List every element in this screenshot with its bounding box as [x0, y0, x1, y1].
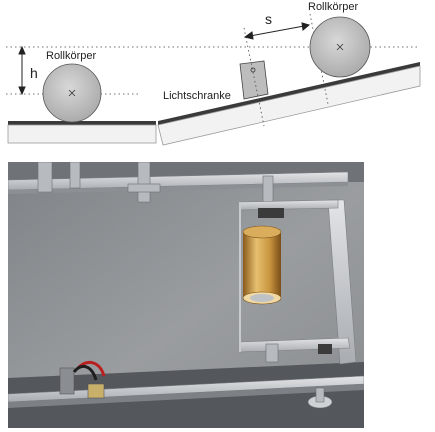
inclined-plane — [157, 62, 421, 146]
roll-label-right: Rollkörper — [308, 1, 358, 13]
distance-arrow — [243, 22, 311, 40]
light-barrier — [239, 60, 269, 100]
cable-clamp — [59, 360, 106, 399]
light-barrier-label: Lichtschranke — [163, 90, 231, 102]
roll-label-left: Rollkörper — [46, 50, 96, 62]
adjust-knob — [307, 387, 333, 409]
distance-label: s — [265, 11, 272, 27]
flat-surface — [7, 121, 157, 144]
right-frame — [239, 199, 357, 365]
height-arrow — [18, 45, 26, 96]
apparatus-photo — [8, 162, 364, 428]
roll-body-left — [42, 63, 102, 123]
brass-cylinder — [242, 225, 282, 305]
reference-lines — [6, 46, 420, 95]
setup-diagram: h Rollkörper Lichtschranke s Rollkörp — [6, 1, 421, 146]
height-label: h — [30, 65, 38, 81]
roll-body-right — [309, 16, 371, 78]
